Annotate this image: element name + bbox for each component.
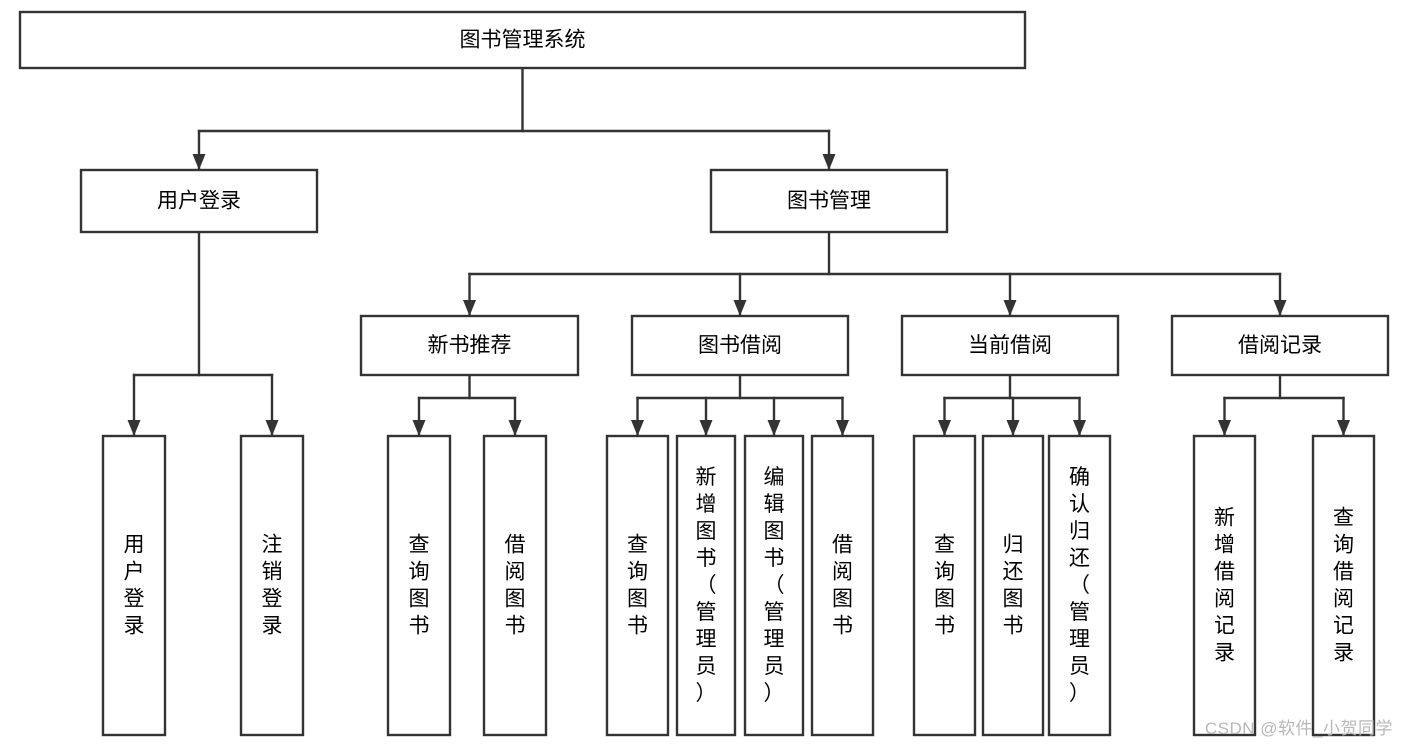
node-leaf-query-borrow-record[interactable]: 查询借阅记录 bbox=[1311, 434, 1376, 737]
node-book-borrow[interactable]: 图书借阅 bbox=[630, 314, 850, 377]
node-leaf-confirm-return-admin-box[interactable] bbox=[1047, 434, 1112, 737]
node-leaf-add-borrow-record[interactable]: 新增借阅记录 bbox=[1192, 434, 1257, 737]
node-leaf-edit-book-admin[interactable]: 编辑图书（管理员） bbox=[743, 434, 805, 737]
node-leaf-query-borrow-record-label: 查询借阅记录 bbox=[1333, 507, 1354, 665]
node-leaf-query-book-rec-box[interactable] bbox=[386, 434, 452, 737]
node-leaf-query-book-rec-label: 查询图书 bbox=[409, 534, 430, 638]
node-leaf-user-login[interactable]: 用户登录 bbox=[101, 434, 167, 737]
node-leaf-return-book[interactable]: 归还图书 bbox=[981, 434, 1045, 737]
node-leaf-confirm-return-admin-label: 确认归还（管理员） bbox=[1069, 466, 1090, 705]
connector-layer bbox=[127, 66, 1350, 438]
node-book-borrow-box[interactable] bbox=[630, 314, 850, 377]
node-leaf-query-book-current[interactable]: 查询图书 bbox=[912, 434, 977, 737]
node-leaf-edit-book-admin-box[interactable] bbox=[743, 434, 805, 737]
node-borrow-record-label: 借阅记录 bbox=[1238, 334, 1322, 357]
node-root-label: 图书管理系统 bbox=[460, 29, 586, 52]
node-leaf-logout-login-box[interactable] bbox=[239, 434, 305, 737]
node-current-borrow-box[interactable] bbox=[900, 314, 1120, 377]
node-leaf-borrow-book-rec[interactable]: 借阅图书 bbox=[482, 434, 548, 737]
node-leaf-return-book-label: 归还图书 bbox=[1003, 534, 1024, 638]
node-new-book-recommend-box[interactable] bbox=[359, 314, 580, 377]
arrow-head-icon bbox=[127, 420, 141, 436]
node-leaf-add-borrow-record-box[interactable] bbox=[1192, 434, 1257, 737]
arrow-head-icon bbox=[192, 154, 206, 170]
node-leaf-query-book-borrow[interactable]: 查询图书 bbox=[605, 434, 670, 737]
node-leaf-add-book-admin[interactable]: 新增图书（管理员） bbox=[675, 434, 737, 737]
node-user-login[interactable]: 用户登录 bbox=[79, 168, 319, 234]
node-user-login-label: 用户登录 bbox=[157, 190, 241, 213]
node-leaf-return-book-box[interactable] bbox=[981, 434, 1045, 737]
node-leaf-logout-login-label: 注销登录 bbox=[262, 534, 283, 638]
node-leaf-query-book-current-label: 查询图书 bbox=[934, 534, 955, 638]
node-leaf-borrow-book-label: 借阅图书 bbox=[832, 534, 853, 638]
node-leaf-confirm-return-admin[interactable]: 确认归还（管理员） bbox=[1047, 434, 1112, 737]
node-root[interactable]: 图书管理系统 bbox=[18, 10, 1027, 70]
node-leaf-query-book-rec[interactable]: 查询图书 bbox=[386, 434, 452, 737]
arrow-head-icon bbox=[733, 300, 747, 316]
node-current-borrow[interactable]: 当前借阅 bbox=[900, 314, 1120, 377]
node-leaf-add-borrow-record-label: 新增借阅记录 bbox=[1214, 507, 1235, 665]
arrow-head-icon bbox=[767, 420, 781, 436]
node-leaf-query-book-borrow-box[interactable] bbox=[605, 434, 670, 737]
node-root-box[interactable] bbox=[18, 10, 1027, 70]
arrow-head-icon bbox=[1218, 420, 1231, 436]
arrow-head-icon bbox=[1073, 420, 1086, 436]
arrow-head-icon bbox=[822, 154, 836, 170]
arrow-head-icon bbox=[1006, 420, 1020, 436]
arrow-head-icon bbox=[699, 420, 713, 436]
node-leaf-query-book-borrow-label: 查询图书 bbox=[627, 534, 648, 638]
node-leaf-edit-book-admin-label: 编辑图书（管理员） bbox=[764, 466, 785, 705]
node-current-borrow-label: 当前借阅 bbox=[968, 334, 1052, 357]
node-leaf-borrow-book-rec-label: 借阅图书 bbox=[505, 534, 526, 638]
arrow-head-icon bbox=[265, 420, 279, 436]
arrow-head-icon bbox=[1273, 300, 1287, 316]
node-layer: 图书管理系统用户登录图书管理新书推荐图书借阅当前借阅借阅记录用户登录注销登录查询… bbox=[18, 10, 1390, 737]
node-new-book-recommend-label: 新书推荐 bbox=[428, 334, 512, 357]
arrow-head-icon bbox=[508, 420, 522, 436]
arrow-head-icon bbox=[463, 300, 476, 316]
arrow-head-icon bbox=[1003, 300, 1017, 316]
node-user-login-box[interactable] bbox=[79, 168, 319, 234]
node-borrow-record[interactable]: 借阅记录 bbox=[1170, 314, 1390, 377]
node-leaf-borrow-book-box[interactable] bbox=[810, 434, 875, 737]
node-leaf-query-borrow-record-box[interactable] bbox=[1311, 434, 1376, 737]
node-leaf-query-book-current-box[interactable] bbox=[912, 434, 977, 737]
node-book-management-label: 图书管理 bbox=[787, 190, 871, 213]
node-book-borrow-label: 图书借阅 bbox=[698, 334, 782, 357]
node-book-management-box[interactable] bbox=[709, 168, 949, 234]
node-borrow-record-box[interactable] bbox=[1170, 314, 1390, 377]
arrow-head-icon bbox=[1337, 420, 1350, 436]
arrow-head-icon bbox=[836, 420, 849, 436]
node-leaf-borrow-book-rec-box[interactable] bbox=[482, 434, 548, 737]
node-leaf-user-login-box[interactable] bbox=[101, 434, 167, 737]
arrow-head-icon bbox=[631, 420, 644, 436]
node-leaf-user-login-label: 用户登录 bbox=[124, 534, 145, 638]
node-leaf-add-book-admin-box[interactable] bbox=[675, 434, 737, 737]
node-leaf-borrow-book[interactable]: 借阅图书 bbox=[810, 434, 875, 737]
node-new-book-recommend[interactable]: 新书推荐 bbox=[359, 314, 580, 377]
arrow-head-icon bbox=[938, 420, 951, 436]
arrow-head-icon bbox=[412, 420, 426, 436]
node-leaf-logout-login[interactable]: 注销登录 bbox=[239, 434, 305, 737]
node-book-management[interactable]: 图书管理 bbox=[709, 168, 949, 234]
node-leaf-add-book-admin-label: 新增图书（管理员） bbox=[696, 466, 717, 705]
